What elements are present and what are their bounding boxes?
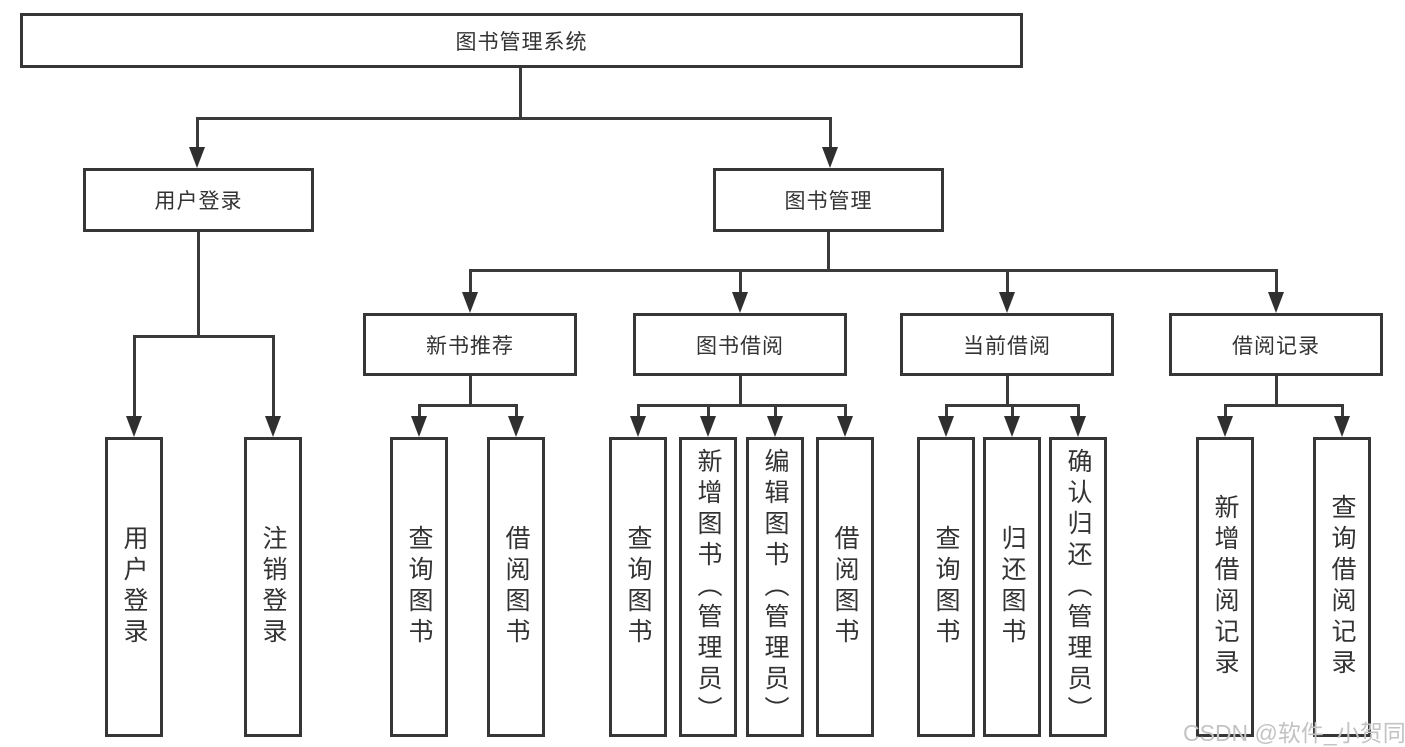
arrow-down-bb-query: [630, 416, 646, 437]
arrow-down-bb-add: [700, 416, 716, 437]
connector-book-management-stem: [827, 232, 830, 272]
arrow-down-login-leaf: [126, 416, 142, 437]
node-current-borrowing: 当前借阅: [900, 313, 1114, 376]
node-new-book-recommendation: 新书推荐: [363, 313, 577, 376]
connector-drop-book-management: [829, 117, 832, 149]
node-leaf-borrow-books-recommend: 借阅图书: [487, 437, 545, 737]
connector-drop-bb-borrow: [844, 404, 847, 418]
node-label: 确认归还（管理员）: [1064, 447, 1092, 727]
node-label: 借阅图书: [831, 525, 859, 649]
node-leaf-query-books-current: 查询图书: [917, 437, 975, 737]
node-borrowing-records: 借阅记录: [1169, 313, 1383, 376]
connector-drop-new-book: [469, 269, 472, 295]
node-book-borrowing: 图书借阅: [633, 313, 847, 376]
arrow-down-new-book: [462, 292, 478, 313]
node-leaf-borrow-books: 借阅图书: [816, 437, 874, 737]
connector-drop-nb-borrow: [515, 404, 518, 418]
node-book-management: 图书管理: [713, 168, 944, 232]
node-label: 图书管理: [784, 190, 873, 213]
connector-root-hline: [196, 117, 832, 120]
arrow-down-br-add: [1217, 416, 1233, 437]
connector-drop-logout-leaf: [272, 335, 275, 419]
connector-borrowing-records-hline: [1224, 404, 1344, 407]
node-label: 新书推荐: [426, 334, 514, 358]
connector-current-borrowing-stem: [1006, 376, 1009, 406]
connector-drop-br-query: [1341, 404, 1344, 418]
watermark: CSDN @软件_小贺同学: [1183, 720, 1405, 746]
arrow-down-nb-query: [411, 416, 427, 437]
arrow-down-logout-leaf: [265, 416, 281, 437]
node-label: 用户登录: [120, 525, 148, 649]
arrow-down-cb-return: [1004, 416, 1020, 437]
connector-drop-bb-edit: [774, 404, 777, 418]
connector-book-borrowing-hline: [637, 404, 847, 407]
connector-book-management-hline: [469, 269, 1278, 272]
node-leaf-user-login: 用户登录: [105, 437, 163, 737]
connector-drop-nb-query: [418, 404, 421, 418]
node-leaf-add-borrowing-record: 新增借阅记录: [1196, 437, 1254, 737]
node-label: 查询借阅记录: [1328, 494, 1356, 680]
connector-book-borrowing-stem: [739, 376, 742, 406]
connector-drop-user-login: [196, 117, 199, 149]
node-label: 归还图书: [998, 525, 1026, 649]
connector-root-stem: [519, 68, 522, 120]
connector-drop-book-borrowing: [739, 269, 742, 295]
node-leaf-query-books-borrowing: 查询图书: [609, 437, 667, 737]
arrow-down-bb-borrow: [837, 416, 853, 437]
node-label: 图书借阅: [696, 334, 784, 358]
node-label: 借阅图书: [502, 525, 530, 649]
arrow-down-cb-confirm: [1070, 416, 1086, 437]
node-leaf-query-books-recommend: 查询图书: [390, 437, 448, 737]
node-label: 查询图书: [624, 525, 652, 649]
node-label: 当前借阅: [963, 334, 1051, 358]
node-label: 查询图书: [405, 525, 433, 649]
connector-drop-cb-return: [1011, 404, 1014, 418]
connector-drop-current-borrowing: [1006, 269, 1009, 295]
node-label: 新增借阅记录: [1211, 494, 1239, 680]
connector-drop-bb-query: [637, 404, 640, 418]
node-label: 编辑图书（管理员）: [761, 447, 789, 727]
arrow-down-book-borrowing: [732, 292, 748, 313]
arrow-down-user-login: [189, 147, 205, 168]
node-leaf-return-books: 归还图书: [983, 437, 1041, 737]
connector-drop-borrowing-records: [1275, 269, 1278, 295]
connector-drop-cb-confirm: [1077, 404, 1080, 418]
arrow-down-current-borrowing: [999, 292, 1015, 313]
connector-drop-login-leaf: [133, 335, 136, 419]
node-label: 注销登录: [259, 525, 287, 649]
arrow-down-br-query: [1334, 416, 1350, 437]
node-user-login: 用户登录: [83, 168, 314, 232]
arrow-down-book-management: [822, 147, 838, 168]
node-label: 借阅记录: [1232, 334, 1320, 358]
node-label: 用户登录: [154, 190, 243, 213]
arrow-down-bb-edit: [767, 416, 783, 437]
node-leaf-logout: 注销登录: [244, 437, 302, 737]
arrow-down-cb-query: [938, 416, 954, 437]
connector-new-book-stem: [469, 376, 472, 406]
node-leaf-add-books-admin: 新增图书（管理员）: [679, 437, 737, 737]
connector-drop-bb-add: [707, 404, 710, 418]
connector-drop-br-add: [1224, 404, 1227, 418]
node-leaf-confirm-return-admin: 确认归还（管理员）: [1049, 437, 1107, 737]
connector-user-login-stem: [197, 232, 200, 338]
arrow-down-borrowing-records: [1268, 292, 1284, 313]
arrow-down-nb-borrow: [508, 416, 524, 437]
connector-user-login-hline: [133, 335, 275, 338]
node-label: 查询图书: [932, 525, 960, 649]
connector-drop-cb-query: [945, 404, 948, 418]
node-leaf-edit-books-admin: 编辑图书（管理员）: [746, 437, 804, 737]
connector-borrowing-records-stem: [1275, 376, 1278, 406]
node-leaf-query-borrowing-record: 查询借阅记录: [1313, 437, 1371, 737]
node-label: 新增图书（管理员）: [694, 447, 722, 727]
connector-new-book-hline: [418, 404, 518, 407]
node-label: 图书管理系统: [455, 30, 588, 54]
node-library-management-system: 图书管理系统: [20, 13, 1023, 68]
